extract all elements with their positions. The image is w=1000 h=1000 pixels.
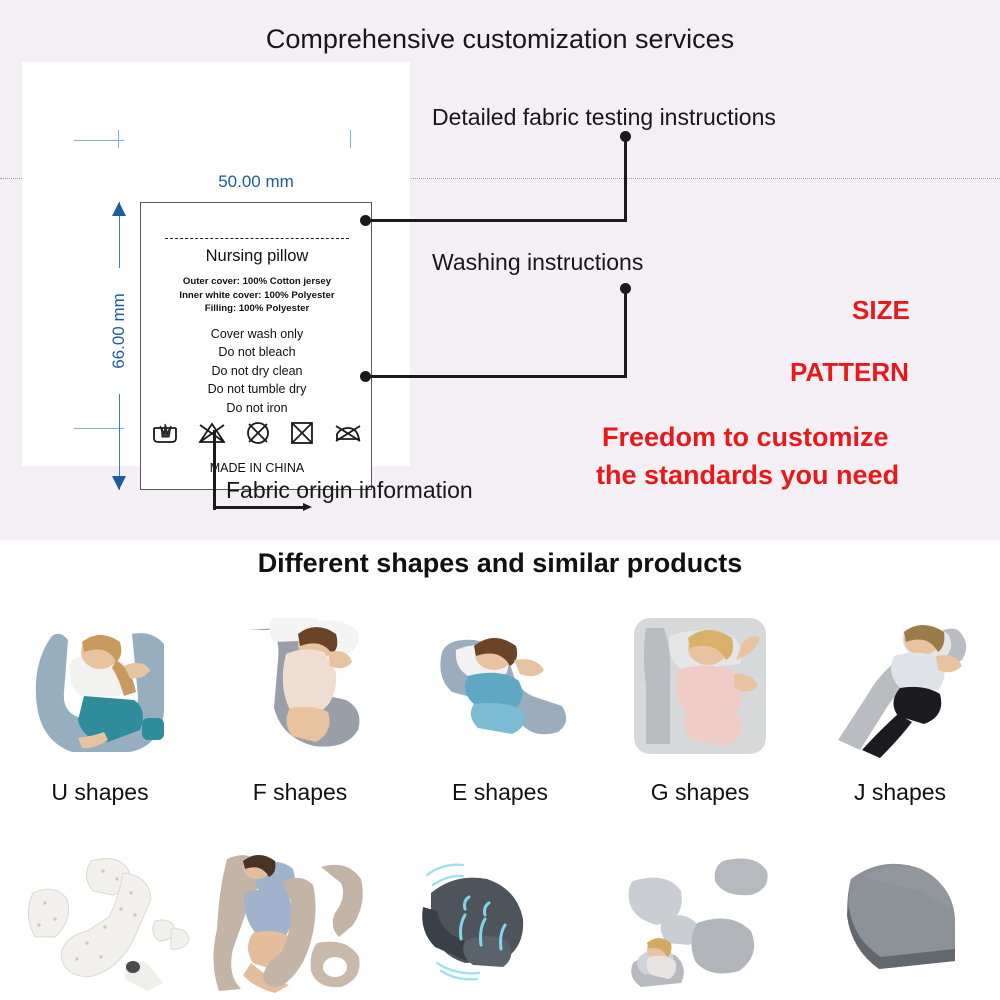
callout-fabric-testing-anchor-dot [360,215,371,226]
callout-origin-label: Fabric origin information [226,477,473,503]
care-label-artwork: Nursing pillow Outer cover: 100% Cotton … [140,202,372,490]
grey-wedge-cushion-photo [805,845,995,995]
customization-size-text: SIZE [852,295,910,325]
c-shape-taupe-set-photo [205,845,395,995]
customization-pattern-text: PATTERN [790,357,909,387]
height-dimension-value: 66.00 mm [108,268,130,394]
shape-label-f: F shapes [252,779,348,805]
label-product-title: Nursing pillow [205,247,309,265]
shape-label-g: G shapes [650,779,750,805]
f-shape-pillow-photo [212,600,388,775]
product-cell-c-shape-taupe[interactable] [200,845,400,1000]
width-dimension-value: 50.00 mm [140,172,372,192]
g-shape-pillow-photo [612,600,788,775]
callout-origin-leader-vertical [213,430,216,510]
do-not-tumble-dry-icon [289,421,315,445]
extension-line-right [350,130,351,148]
dark-grey-support-pillow-photo [405,845,595,995]
callout-origin-leader-horizontal [213,506,305,509]
composition-line: Inner white cover: 100% Polyester [179,289,335,301]
callout-washing-leader-vertical [624,288,627,377]
do-not-bleach-icon [197,422,227,444]
shape-label-e: E shapes [452,779,548,805]
label-care-instructions: Cover wash only Do not bleach Do not dry… [141,325,373,417]
callout-washing-label: Washing instructions [432,249,644,275]
product-cell-e-shape[interactable]: E shapes [400,600,600,840]
callout-fabric-testing-label: Detailed fabric testing instructions [432,104,776,130]
construction-guide-line [0,178,1000,179]
do-not-dry-clean-icon [245,421,271,445]
product-cell-f-shape[interactable]: F shapes [200,600,400,840]
callout-fabric-testing-leader-horizontal [368,219,627,222]
label-composition: Outer cover: 100% Cotton jersey Inner wh… [141,275,373,316]
product-row-secondary [0,845,1000,1000]
customization-section: Comprehensive customization services 50.… [0,0,1000,540]
hand-wash-icon [151,422,179,444]
fold-line [165,238,349,239]
label-origin-text: MADE IN CHINA [209,461,305,475]
height-arrow-top-icon [112,202,126,216]
cad-drawing-panel: 50.00 mm 66.00 mm Nursing pillow Outer c… [22,62,410,490]
extension-line-bottom [74,428,124,429]
care-instruction-line: Do not dry clean [211,363,303,378]
product-row-primary: U shapes F shapes [0,600,1000,840]
callout-fabric-testing-leader-vertical [624,136,627,221]
composition-line: Filling: 100% Polyester [204,303,310,314]
care-instruction-line: Do not bleach [218,345,296,360]
height-dimension: 66.00 mm [108,202,130,490]
product-cell-modular-set[interactable] [0,845,200,1000]
callout-washing-leader-horizontal [368,375,627,378]
care-instruction-line: Do not iron [226,400,288,415]
composition-line: Outer cover: 100% Cotton jersey [182,276,332,287]
height-arrow-bottom-icon [112,476,126,490]
j-shape-pillow-photo [812,600,988,775]
product-cell-grey-wedge-set[interactable] [600,845,800,1000]
u-shape-pillow-photo [12,600,188,775]
shape-label-u: U shapes [51,779,149,805]
care-instruction-line: Cover wash only [210,327,304,341]
grey-wedge-set-photo [605,845,795,995]
do-not-iron-icon [333,422,363,444]
customization-freedom-line2: the standards you need [596,460,900,490]
product-cell-grey-wedge-cushion[interactable] [800,845,1000,1000]
extension-line-top [74,140,124,141]
shapes-section-title: Different shapes and similar products [257,548,743,578]
care-symbol-row [151,421,363,445]
callout-origin-arrow-icon [303,503,312,511]
e-shape-pillow-photo [412,600,588,775]
shape-label-j: J shapes [853,779,947,805]
modular-set-white-dotted-photo [5,845,195,995]
width-dimension: 50.00 mm [140,172,372,196]
product-cell-dark-support[interactable] [400,845,600,1000]
customization-freedom-line1: Freedom to customize [602,422,889,452]
page-title: Comprehensive customization services [265,24,735,54]
product-cell-u-shape[interactable]: U shapes [0,600,200,840]
care-instruction-line: Do not tumble dry [207,382,307,397]
extension-line-left [118,130,119,148]
product-cell-g-shape[interactable]: G shapes [600,600,800,840]
product-cell-j-shape[interactable]: J shapes [800,600,1000,840]
callout-washing-anchor-dot [360,371,371,382]
